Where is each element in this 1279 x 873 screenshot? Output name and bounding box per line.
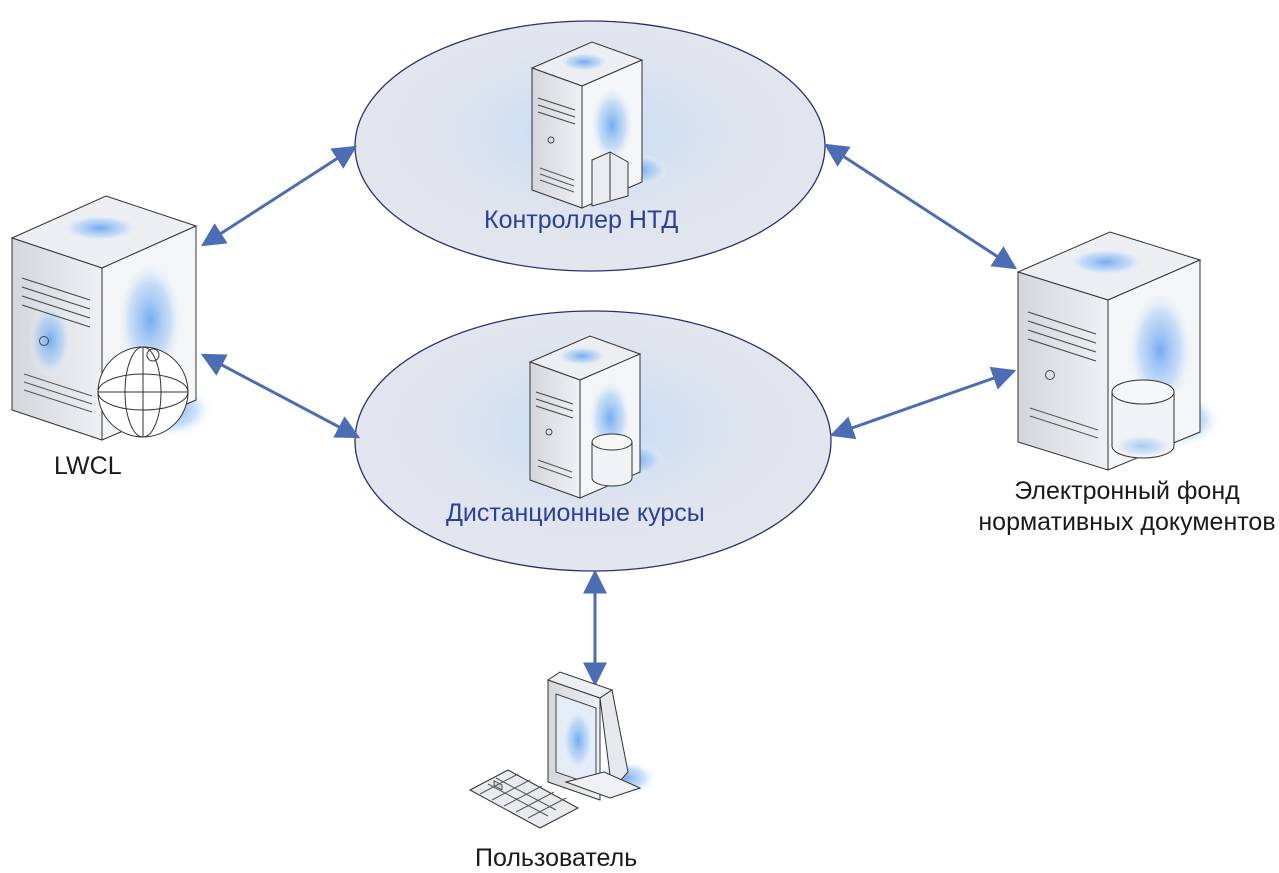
workstation-icon [468, 671, 657, 829]
label-lwcl: LWCL [54, 452, 122, 480]
arrow-controller-fund [823, 143, 1018, 270]
label-user: Пользователь [475, 844, 638, 872]
label-fund-line2: нормативных документов [978, 508, 1276, 536]
arrow-lwcl-controller [200, 145, 358, 247]
label-fund-line1: Электронный фонд [1014, 477, 1240, 505]
connection-arrows [200, 143, 1018, 687]
server-globe-icon [10, 195, 214, 441]
label-courses: Дистанционные курсы [446, 499, 705, 527]
server-database-icon [1016, 231, 1222, 471]
server-database-icon [528, 335, 665, 499]
server-document-icon [530, 41, 668, 209]
arrow-courses-fund [829, 366, 1017, 440]
arrow-lwcl-courses [200, 353, 361, 439]
label-controller: Контроллер НТД [484, 206, 679, 234]
